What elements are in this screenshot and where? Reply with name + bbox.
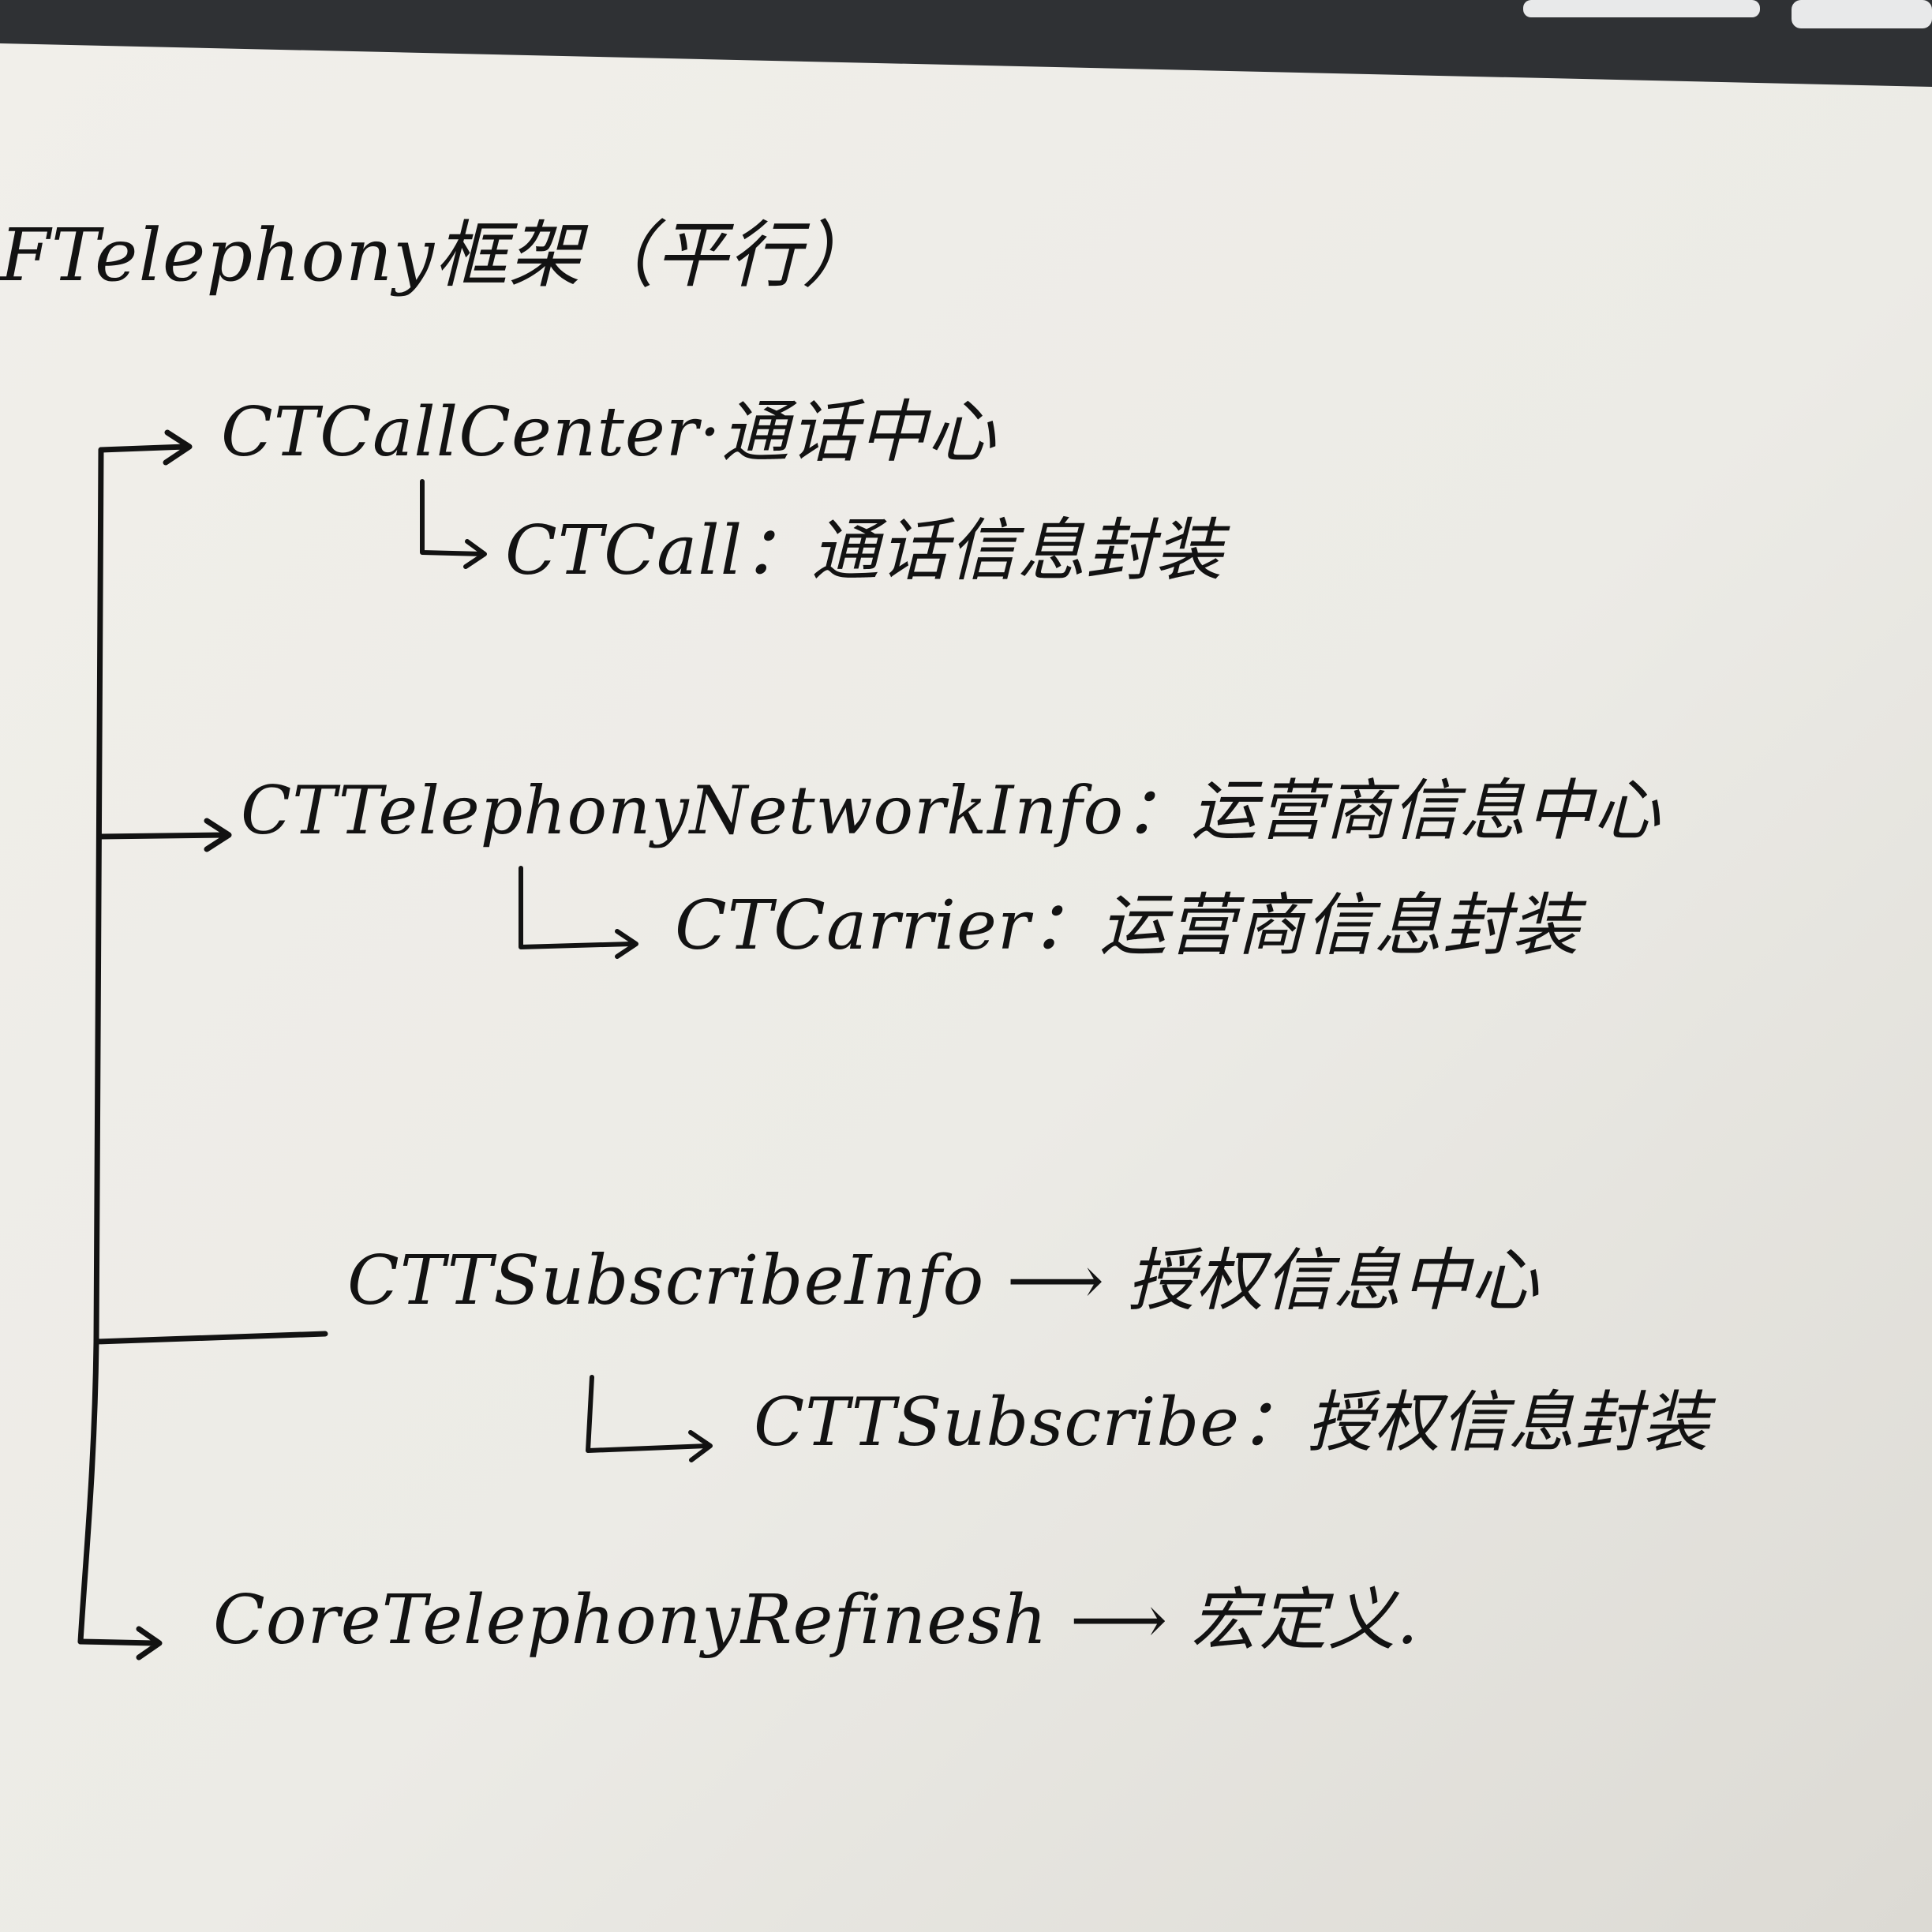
- node-callcenter: CTCallCenter·通话中心: [221, 393, 997, 472]
- branch-arrow-4: [77, 1626, 163, 1661]
- branch-arrow-1: [98, 429, 193, 466]
- node-subscribe: CTTSubscribe：授权信息封装: [754, 1383, 1709, 1461]
- node-subscribeinfo: CTTSubscribeInfo ⟶ 授权信息中心: [347, 1241, 1540, 1320]
- keyboard-key: [1792, 0, 1932, 28]
- sub-arrow-3: [586, 1375, 713, 1462]
- note-title: FTelephony框架（平行）: [0, 213, 876, 298]
- sub-arrow-2: [519, 866, 638, 959]
- bracket-main-line: [77, 447, 104, 1645]
- node-call: CTCall：通话信息封装: [505, 511, 1224, 590]
- node-refinesh: CoreTelephonyRefinesh ⟶ 宏定义.: [213, 1581, 1419, 1660]
- paper-sheet: [0, 43, 1932, 1932]
- sub-arrow-1: [420, 479, 487, 569]
- node-networkinfo: CTTelephonyNetworkInfo：运营商信息中心: [241, 772, 1661, 849]
- branch-arrow-2: [96, 818, 232, 852]
- keyboard-key: [1523, 0, 1760, 17]
- branch-line-3: [93, 1331, 328, 1345]
- node-carrier: CTCarrier：运营商信息封装: [675, 886, 1580, 965]
